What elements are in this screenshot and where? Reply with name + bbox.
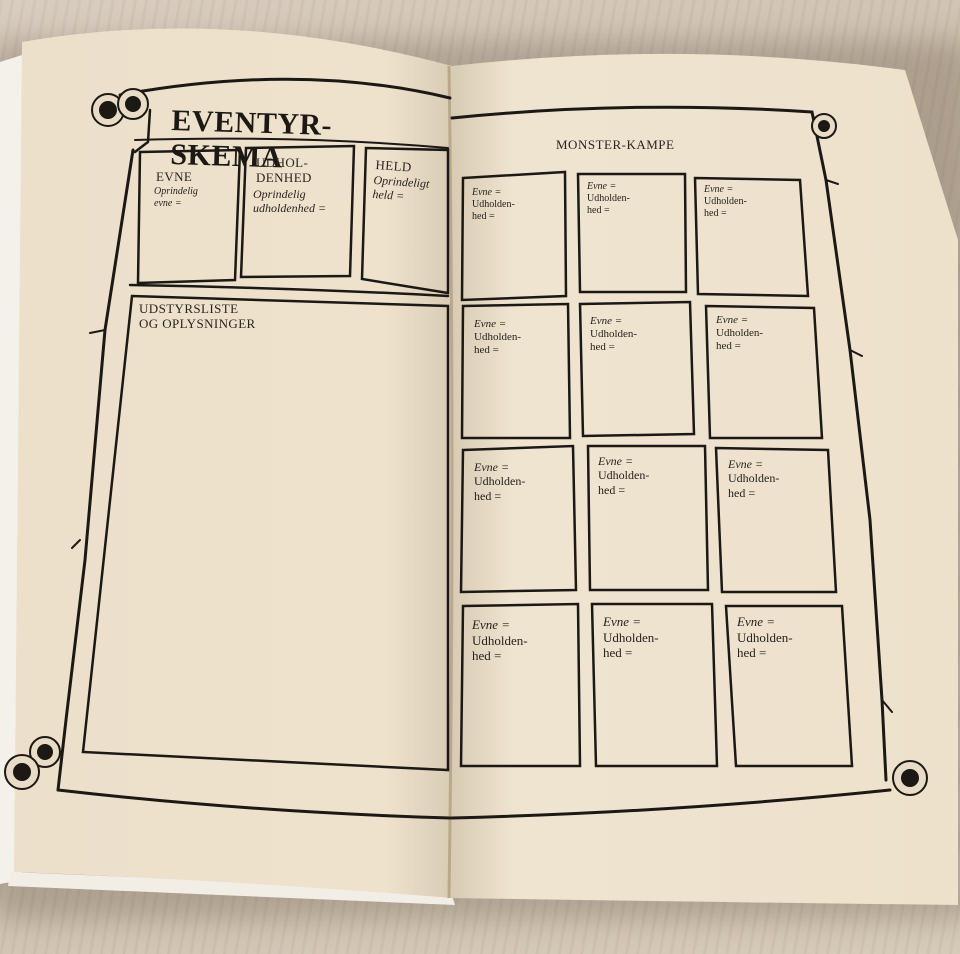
cell-evne-label: Evne =: [474, 318, 507, 330]
scroll-curl-bottom-right: [892, 760, 928, 796]
cell-evne-label: Evne =: [598, 454, 634, 468]
cell-udholdenhed-label: Udholden- hed =: [728, 471, 780, 500]
scroll-curl-top-left: [91, 88, 149, 127]
cell-udholdenhed-label: Udholden- hed =: [472, 199, 515, 222]
cell-udholdenhed-label: Udholden- hed =: [737, 629, 793, 661]
cell-evne-label: Evne =: [716, 314, 749, 326]
cell-udholdenhed-label: Udholden- hed =: [598, 468, 650, 497]
stat-text-held: Oprindeligt held =: [372, 172, 430, 203]
cell-udholdenhed-label: Udholden- hed =: [474, 474, 526, 503]
left-stat-boxes: [136, 144, 450, 295]
cell-udholdenhed-label: Udholden- hed =: [716, 327, 764, 353]
gutter: [447, 65, 454, 899]
stat-heading-udholdenhed: UDHOL- DENHED: [256, 155, 312, 185]
monster-cell: Evne = Udholden- hed =: [598, 454, 649, 497]
monster-cell: Evne = Udholden- hed =: [728, 457, 779, 500]
monster-grid: [459, 170, 854, 768]
monster-cell: Evne = Udholden- hed =: [472, 187, 515, 223]
stat-text-evne: Oprindelig evne =: [154, 186, 198, 209]
monster-fights-heading: MONSTER-KAMPE: [556, 137, 675, 152]
cell-udholdenhed-label: Udholden- hed =: [603, 629, 659, 661]
left-page: [14, 28, 452, 898]
cell-udholdenhed-label: Udholden- hed =: [472, 632, 528, 664]
cell-evne-label: Evne =: [704, 184, 734, 195]
monster-cell: Evne = Udholden- hed =: [472, 617, 528, 664]
cell-udholdenhed-label: Udholden- hed =: [590, 328, 638, 354]
stat-text-udholdenhed: Oprindelig udholdenhed =: [253, 187, 327, 215]
cell-udholdenhed-label: Udholden- hed =: [704, 196, 747, 219]
cell-evne-label: Evne =: [603, 614, 642, 629]
cell-evne-label: Evne =: [474, 460, 510, 474]
monster-cell: Evne = Udholden- hed =: [737, 614, 793, 661]
cell-evne-label: Evne =: [728, 457, 764, 471]
monster-cell: Evne = Udholden- hed =: [474, 460, 525, 503]
scroll-curl-top-right: [811, 113, 837, 139]
cell-evne-label: Evne =: [590, 315, 623, 327]
cell-udholdenhed-label: Udholden- hed =: [474, 331, 522, 357]
cell-evne-label: Evne =: [472, 187, 502, 198]
cell-udholdenhed-label: Udholden- hed =: [587, 193, 630, 216]
equipment-heading: UDSTYRSLISTE OG OPLYSNINGER: [139, 301, 256, 331]
monster-cell: Evne = Udholden- hed =: [474, 318, 521, 358]
stat-heading-evne: EVNE: [156, 169, 193, 184]
monster-cell: Evne = Udholden- hed =: [704, 184, 747, 220]
page-stack-bottom: [8, 872, 455, 905]
left-scroll-frame: [56, 77, 452, 820]
cell-evne-label: Evne =: [737, 614, 776, 629]
equipment-box: [81, 294, 450, 772]
scroll-curl-bottom-left: [4, 736, 61, 790]
monster-cell: Evne = Udholden- hed =: [716, 314, 763, 354]
cell-evne-label: Evne =: [587, 181, 617, 192]
monster-cell: Evne = Udholden- hed =: [590, 315, 637, 355]
right-scroll-frame: [450, 105, 893, 820]
monster-cell: Evne = Udholden- hed =: [603, 614, 659, 661]
cell-evne-label: Evne =: [472, 617, 511, 632]
monster-cell: Evne = Udholden- hed =: [587, 181, 630, 217]
